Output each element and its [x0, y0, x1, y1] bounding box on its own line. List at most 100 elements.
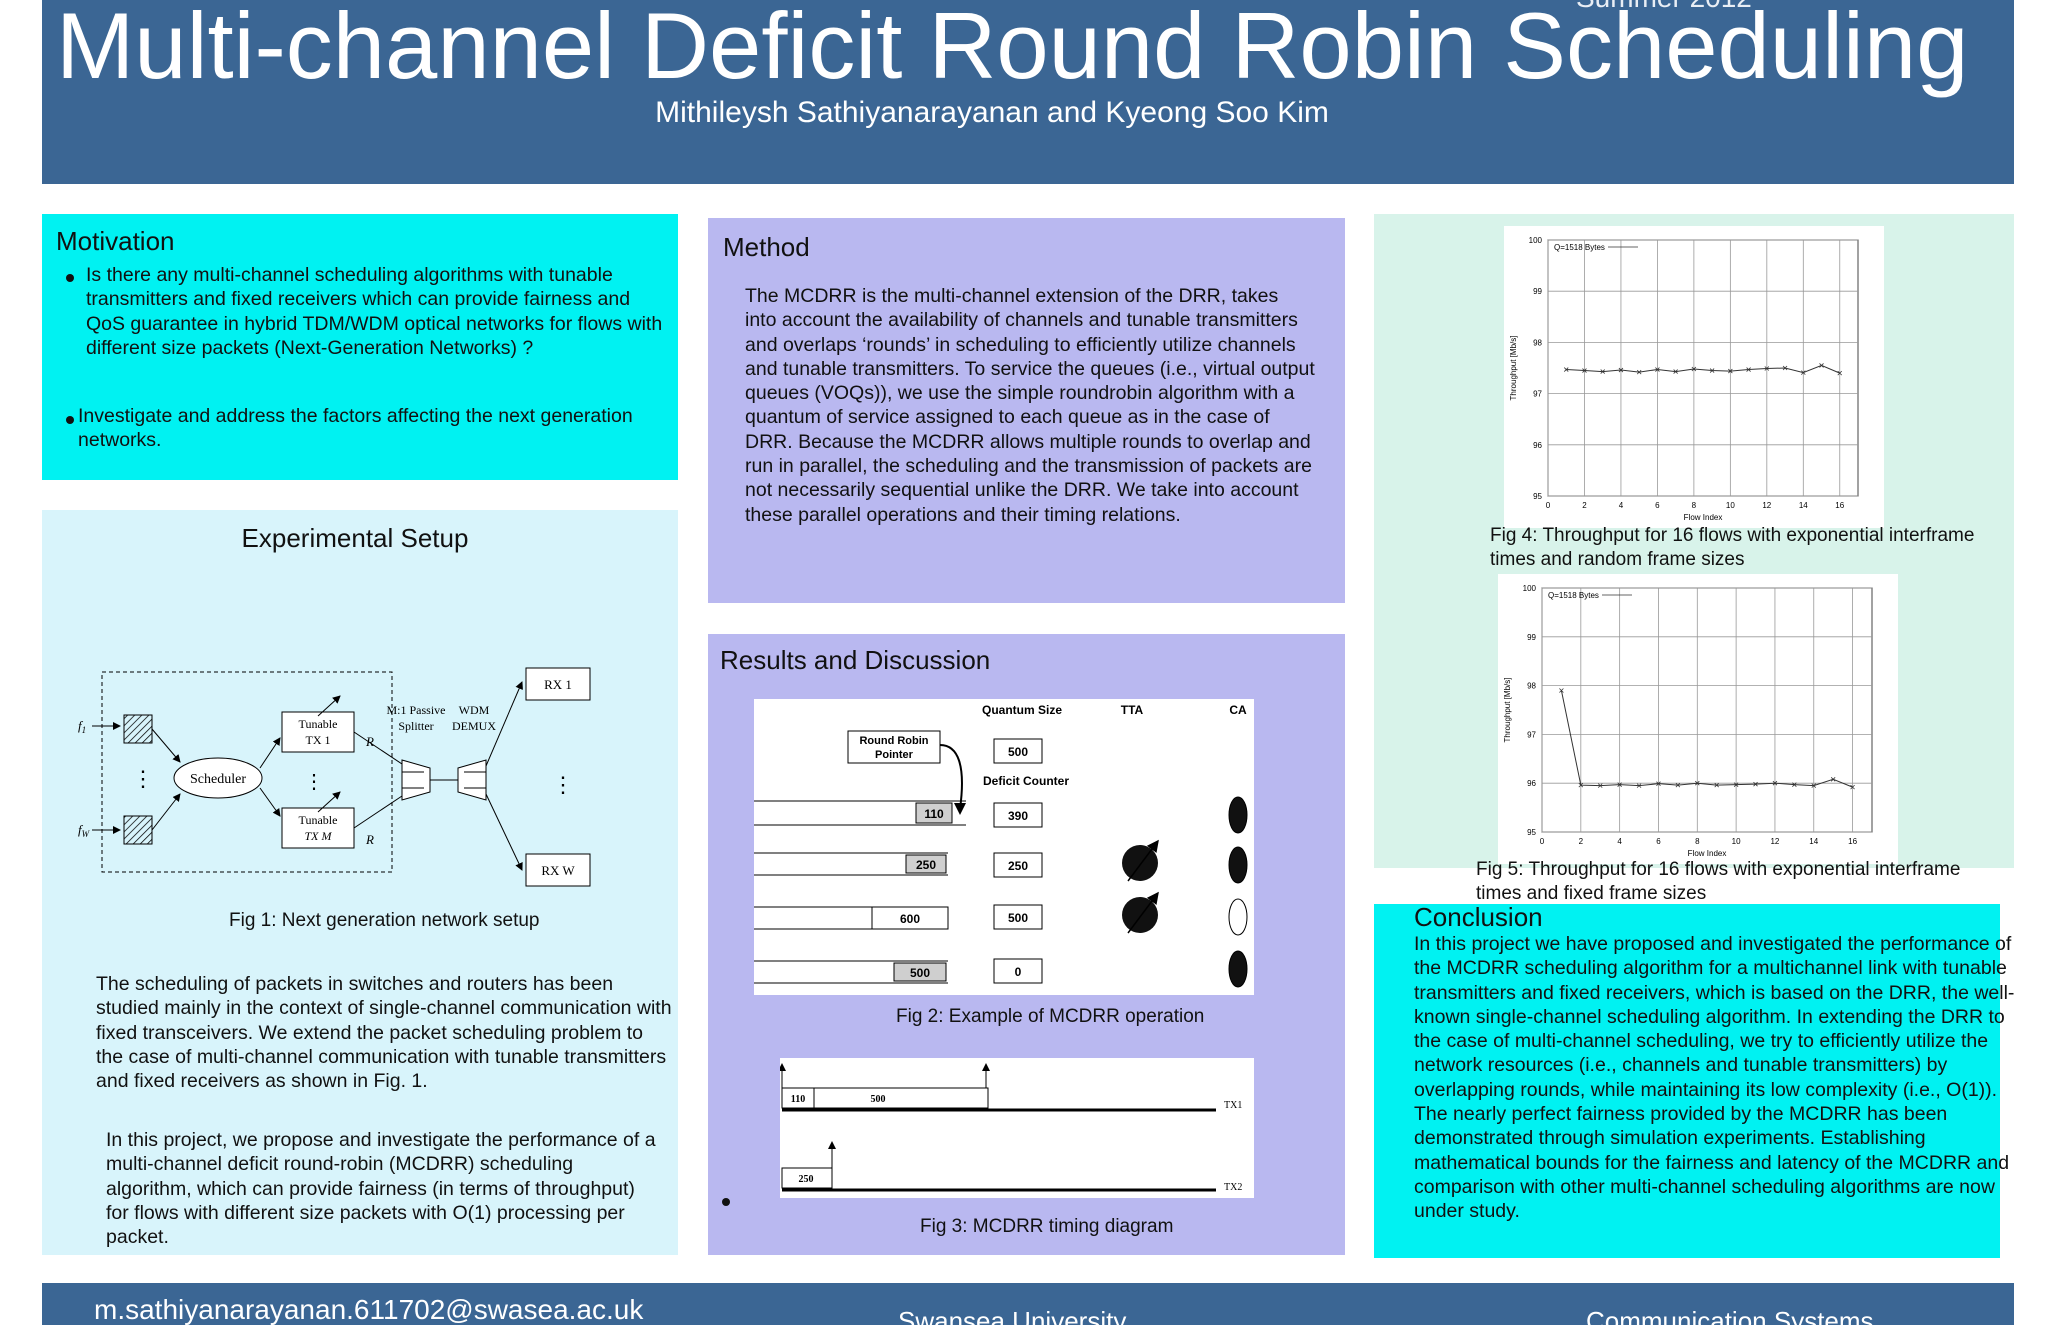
data-point: [1582, 368, 1587, 373]
x-tick-label: 8: [1695, 837, 1700, 846]
poster-footer: m.sathiyanarayanan.611702@swasea.ac.uk S…: [42, 1283, 2014, 1325]
queue-w: [123, 815, 153, 845]
motivation-bullet-1: Is there any multi-channel scheduling al…: [86, 264, 663, 359]
x-tick-label: 6: [1656, 837, 1661, 846]
demux-label-a: WDM: [459, 703, 490, 717]
method-heading: Method: [723, 232, 810, 262]
fig2-caption: Fig 2: Example of MCDRR operation: [896, 1006, 1205, 1027]
data-point: [1782, 365, 1788, 371]
data-point: [1655, 367, 1660, 372]
tx1-timeline-box: [781, 1087, 989, 1109]
deficit-box: [993, 904, 1043, 930]
rate-label-2: R: [365, 832, 374, 847]
channel-indicator: [1228, 950, 1248, 988]
splitter-label-b: Splitter: [398, 719, 433, 733]
quantum-box: [993, 738, 1043, 764]
col-tta: TTA: [1121, 703, 1144, 717]
data-point: [1617, 782, 1622, 787]
wdm-demux: [457, 759, 487, 801]
col-ca: CA: [1229, 703, 1247, 717]
queue-row-2: 250 250: [754, 839, 1248, 884]
method-panel: Method The MCDRR is the multi-channel ex…: [708, 218, 1345, 603]
legend-label: Q=1518 Bytes: [1554, 243, 1605, 252]
motivation-bullet-2: Investigate and address the factors affe…: [78, 405, 633, 452]
x-tick-label: 16: [1848, 837, 1857, 846]
packet-box: [871, 906, 949, 930]
fig4-caption: Fig 4: Throughput for 16 flows with expo…: [1490, 525, 1975, 570]
tunable-tx-m: [281, 807, 355, 849]
tx1-axis-label: TX1: [1224, 1100, 1242, 1111]
tta-tuned-icon: [1122, 845, 1158, 881]
data-point: [1830, 777, 1836, 782]
conclusion-panel: [1374, 904, 2000, 1258]
university-name: Swansea University: [898, 1306, 1127, 1325]
tx2-timeline-box: [781, 1167, 833, 1189]
data-point: [1733, 782, 1739, 787]
poster-header: Summer 2012 Multi-channel Deficit Round …: [42, 0, 2014, 184]
queue-1: [123, 714, 153, 744]
x-tick-label: 4: [1617, 837, 1622, 846]
network-setup-diagram: f1 fW ⋮ Scheduler Tunable TX 1 ⋮ Tunable…: [78, 667, 591, 887]
data-point: [1753, 781, 1758, 787]
rx-w: [525, 853, 591, 887]
deficit-value: 390: [1008, 809, 1028, 823]
data-point: [1600, 369, 1605, 374]
y-tick-label: 98: [1533, 338, 1542, 347]
season-label: Summer 2012: [1576, 0, 1752, 14]
vertical-ellipsis: ⋮: [304, 771, 324, 793]
data-point: [1792, 782, 1797, 787]
data-point: [1691, 366, 1697, 372]
y-tick-label: 96: [1527, 779, 1536, 788]
y-tick-label: 98: [1527, 682, 1536, 691]
packet-box: [893, 962, 947, 982]
deficit-counter-label: Deficit Counter: [983, 774, 1069, 788]
x-tick-label: 12: [1770, 837, 1779, 846]
deficit-value: 0: [1015, 965, 1022, 979]
x-tick-label: 4: [1619, 501, 1624, 510]
scheduler-node: [173, 757, 263, 799]
data-point: [1618, 367, 1624, 373]
x-tick-label: 8: [1692, 501, 1697, 510]
data-point: [1656, 781, 1661, 786]
mcdrr-timing-diagram: 110 500 TX1 250 TX2: [780, 1058, 1254, 1198]
contact-email[interactable]: m.sathiyanarayanan.611702@swasea.ac.uk: [94, 1294, 644, 1325]
setup-paragraph-1: The scheduling of packets in switches an…: [96, 973, 672, 1093]
x-axis-label: Flow Index: [1684, 513, 1723, 522]
y-tick-label: 99: [1533, 287, 1542, 296]
col-quantum-size: Quantum Size: [982, 703, 1062, 717]
scheduler-label: Scheduler: [190, 772, 246, 787]
data-point: [1709, 368, 1715, 373]
data-point: [1563, 367, 1569, 372]
data-point: [1772, 780, 1778, 786]
data-point: [1636, 369, 1642, 375]
data-point: [1675, 782, 1681, 788]
x-tick-label: 16: [1835, 501, 1844, 510]
conclusion-text: In this project we have proposed and inv…: [1414, 933, 2015, 1223]
x-tick-label: 10: [1732, 837, 1741, 846]
legend-label: Q=1518 Bytes: [1548, 591, 1599, 600]
rate-label-1: R: [365, 734, 374, 749]
x-tick-label: 14: [1799, 501, 1808, 510]
motivation-panel: Motivation Is there any multi-channel sc…: [42, 214, 678, 480]
packet-size: 600: [900, 912, 920, 926]
data-point: [1636, 783, 1642, 788]
tx1-packet-1: 110: [791, 1094, 805, 1105]
fig3-caption: Fig 3: MCDRR timing diagram: [920, 1216, 1174, 1237]
motivation-heading: Motivation: [56, 226, 175, 256]
data-point: [1764, 366, 1770, 371]
data-point: [1746, 367, 1751, 372]
packet-size: 110: [924, 807, 944, 821]
x-tick-label: 10: [1726, 501, 1735, 510]
data-point: [1837, 370, 1843, 376]
packet-size: 500: [910, 966, 930, 980]
fig1-caption: Fig 1: Next generation network setup: [229, 910, 540, 931]
y-tick-label: 97: [1527, 730, 1536, 739]
data-point: [1578, 782, 1584, 788]
deficit-box: [993, 958, 1043, 984]
data-point: [1714, 782, 1719, 788]
data-point: [1850, 784, 1855, 790]
deficit-value: 250: [1008, 859, 1028, 873]
